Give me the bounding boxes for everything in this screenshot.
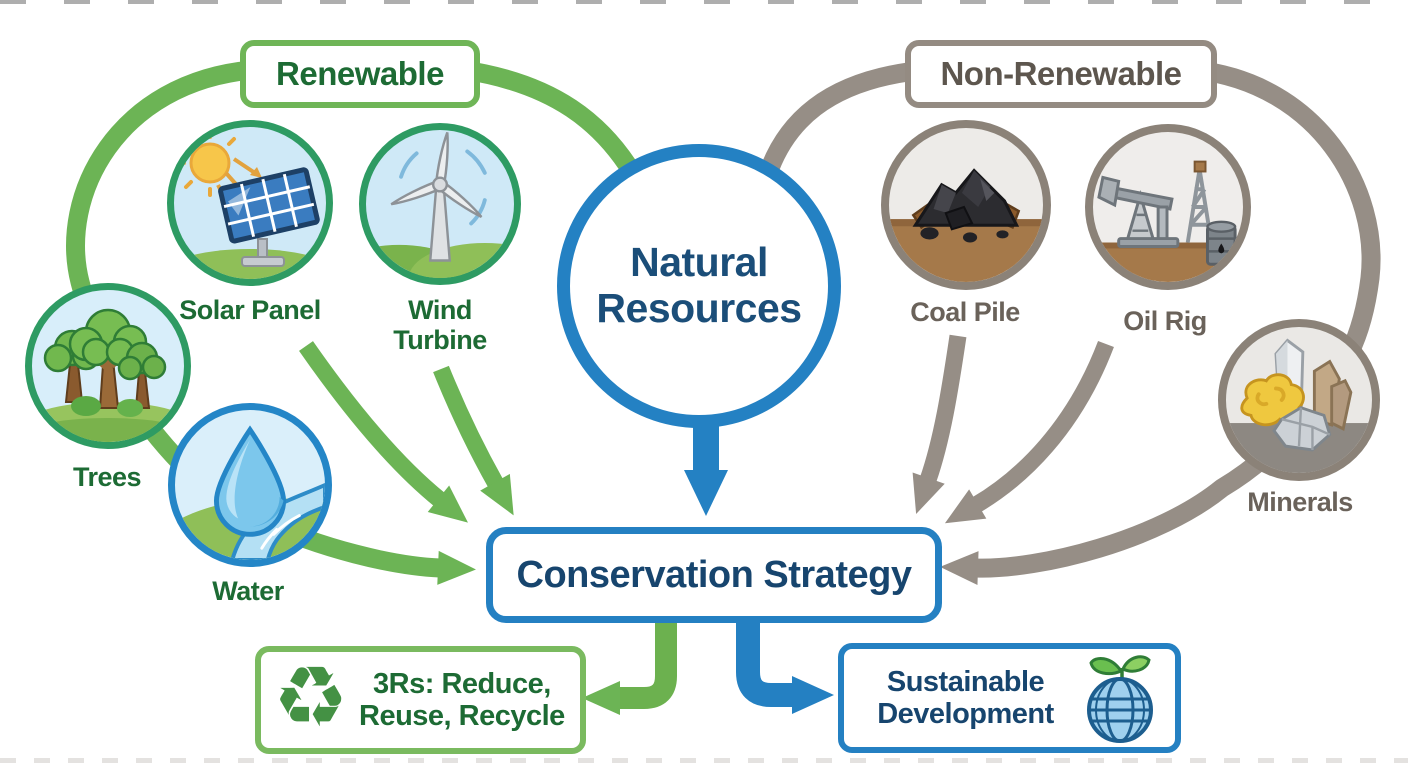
recycle-icon: ♻	[273, 648, 348, 746]
coal-pile-node	[881, 120, 1051, 290]
renewable-to-center-arc	[462, 60, 641, 178]
wind-to-strategy-arrow	[433, 365, 514, 516]
oil-to-strategy-arrow	[944, 340, 1114, 524]
renewable-label: Renewable	[276, 55, 444, 92]
minerals-label: Minerals	[1247, 487, 1353, 517]
strategy-to-sustainable-arrow	[736, 604, 834, 714]
oil-rig-label: Oil Rig	[1123, 306, 1207, 336]
solar-panel-label: Solar Panel	[179, 295, 321, 325]
coal-to-strategy-arrow	[912, 334, 967, 514]
solar-to-strategy-arrow	[299, 341, 468, 523]
nonrenewable-to-center-arc	[761, 62, 910, 172]
natural-resources-node: Natural Resources	[557, 144, 841, 428]
conservation-strategy-label: Conservation Strategy	[516, 553, 912, 596]
trees-node	[25, 283, 191, 449]
water-node	[168, 403, 332, 567]
minerals-node	[1218, 319, 1380, 481]
wind-turbine-node	[359, 123, 521, 285]
nonrenewable-label: Non-Renewable	[940, 55, 1182, 92]
conservation-strategy-box: Conservation Strategy	[486, 527, 942, 623]
strategy-to-3rs-arrow	[582, 604, 677, 715]
water-label: Water	[212, 576, 284, 606]
renewable-group-box: Renewable	[240, 40, 480, 108]
natural-resources-label: Natural Resources	[596, 239, 802, 331]
nonrenewable-group-box: Non-Renewable	[905, 40, 1217, 108]
oil-rig-node	[1085, 124, 1251, 290]
oil-rig-icon	[1093, 160, 1243, 282]
coal-pile-icon	[889, 168, 1043, 282]
sustainable-development-label: Sustainable Development	[877, 665, 1054, 730]
solar-panel-icon	[174, 129, 326, 279]
globe-sprout-icon	[1087, 655, 1153, 743]
wind-turbine-icon	[366, 132, 514, 278]
trees-label: Trees	[72, 462, 142, 492]
three-rs-label: 3Rs: Reduce, Reuse, Recycle	[359, 667, 565, 732]
trees-icon	[32, 308, 184, 442]
three-rs-box: ♻ 3Rs: Reduce, Reuse, Recycle	[255, 646, 586, 754]
wind-turbine-label: Wind Turbine	[393, 295, 487, 356]
water-drop-icon	[176, 425, 325, 560]
coal-pile-label: Coal Pile	[910, 297, 1020, 327]
torn-edge-bottom	[0, 758, 1408, 763]
minerals-icon	[1226, 338, 1372, 473]
sustainable-development-box: Sustainable Development	[838, 643, 1181, 753]
solar-panel-node	[167, 120, 333, 286]
torn-edge-top	[0, 0, 1408, 4]
